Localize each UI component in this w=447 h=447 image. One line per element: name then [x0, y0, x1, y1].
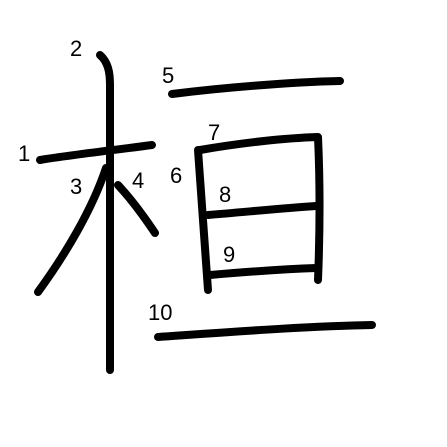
stroke-7 — [196, 133, 324, 284]
stroke-6 — [194, 146, 212, 294]
stroke-8 — [204, 202, 320, 219]
stroke-number-9: 9 — [223, 242, 236, 267]
stroke-number-8: 8 — [219, 182, 232, 207]
stroke-2 — [96, 51, 114, 374]
stroke-4 — [114, 181, 159, 237]
stroke-number-1: 1 — [18, 141, 31, 166]
stroke-1 — [36, 141, 156, 164]
stroke-number-6: 6 — [170, 163, 183, 188]
stroke-number-4: 4 — [132, 168, 145, 193]
stroke-number-10: 10 — [148, 300, 173, 325]
stroke-number-7: 7 — [208, 120, 221, 145]
stroke-5 — [168, 77, 344, 98]
stroke-3 — [34, 164, 110, 296]
stroke-number-5: 5 — [162, 63, 175, 88]
stroke-9 — [206, 264, 320, 279]
stroke-10 — [154, 321, 376, 341]
stroke-number-3: 3 — [70, 174, 83, 199]
stroke-number-2: 2 — [70, 36, 83, 61]
